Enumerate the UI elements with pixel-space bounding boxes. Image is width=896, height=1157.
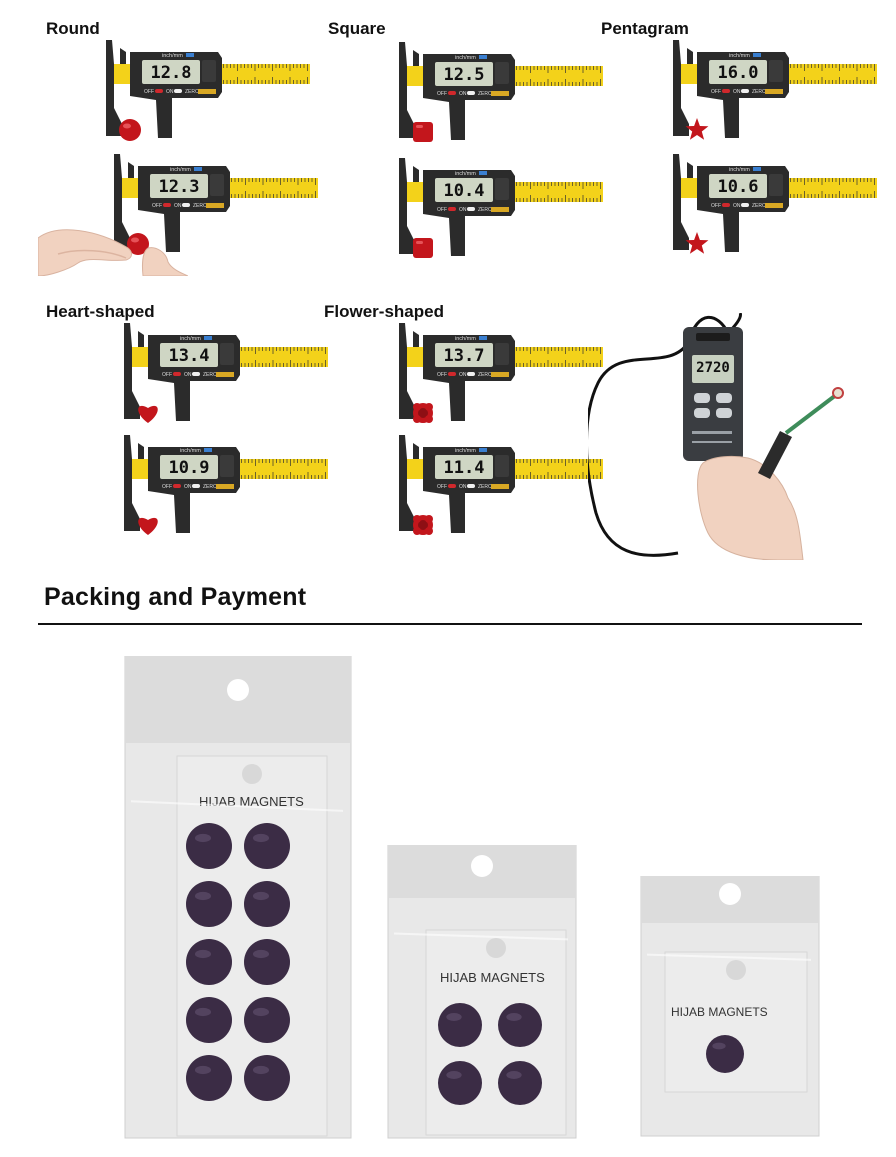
svg-text:ZERO: ZERO [478,372,492,378]
svg-text:OFF: OFF [711,203,721,209]
gaussmeter-body [683,327,743,461]
svg-text:ZERO: ZERO [478,91,492,97]
shape-label-square: Square [328,19,386,38]
caliper-square-length: 12.5 inch/mm OFF ON ZERO [393,40,603,152]
caliper-heart-height: 10.9 inch/mm OFF ON ZERO [118,433,328,545]
caliper-square-height: 10.4 inch/mm OFF ON ZERO [393,156,603,268]
card-label: HIJAB MAGNETS [440,970,545,985]
shape-label-round: Round [46,19,100,38]
svg-text:OFF: OFF [437,484,447,490]
svg-text:inch/mm: inch/mm [162,53,183,59]
caliper-heart-length: 13.4 inch/mm OFF ON ZERO [118,321,328,433]
gaussmeter-photo: 2720 [588,313,868,560]
caliper-reading: 10.9 [169,458,210,478]
caliper-reading: 12.3 [159,177,200,197]
gaussmeter-screen [692,355,734,383]
caliper-flower-length: 13.7 inch/mm OFF ON ZERO [393,321,603,433]
svg-text:ON: ON [174,203,182,209]
svg-text:OFF: OFF [437,372,447,378]
svg-text:ZERO: ZERO [752,203,766,209]
svg-text:OFF: OFF [162,372,172,378]
caliper-reading: 13.7 [444,346,485,366]
svg-text:inch/mm: inch/mm [455,336,476,342]
svg-text:OFF: OFF [711,89,721,95]
package-medium: HIJAB MAGNETS [384,845,580,1140]
package-small: HIJAB MAGNETS [637,876,823,1138]
fingers-holding-magnet [38,218,188,276]
section-title-packing: Packing and Payment [44,583,307,611]
svg-text:inch/mm: inch/mm [170,167,191,173]
shape-label-flower: Flower-shaped [324,302,444,321]
gaussmeter-reading: 2720 [696,360,730,376]
svg-text:inch/mm: inch/mm [455,448,476,454]
svg-text:ZERO: ZERO [203,484,217,490]
svg-text:OFF: OFF [437,91,447,97]
section-divider [38,623,862,625]
svg-text:inch/mm: inch/mm [729,167,750,173]
svg-text:inch/mm: inch/mm [180,448,201,454]
gaussmeter-probe [784,393,838,435]
svg-text:OFF: OFF [144,89,154,95]
caliper-pentagram-length: 16.0 inch/mm OFF ON ZERO [667,38,877,150]
svg-text:inch/mm: inch/mm [455,171,476,177]
caliper-pentagram-height: 10.6 inch/mm OFF ON ZERO [667,152,877,264]
svg-text:ZERO: ZERO [203,372,217,378]
svg-text:ON: ON [733,89,741,95]
svg-text:ZERO: ZERO [193,203,207,209]
svg-text:ZERO: ZERO [478,207,492,213]
shape-label-heart: Heart-shaped [46,302,155,321]
caliper-reading: 10.6 [718,177,759,197]
svg-text:ON: ON [459,207,467,213]
card-label: HIJAB MAGNETS [671,1005,768,1019]
svg-text:ON: ON [733,203,741,209]
package-large: HIJAB MAGNETS [121,656,355,1140]
shape-label-pentagram: Pentagram [601,19,689,38]
svg-text:ZERO: ZERO [185,89,199,95]
svg-text:OFF: OFF [152,203,162,209]
caliper-round-height: 12.3 inch/mm OFF ON ZERO [108,152,318,264]
caliper-reading: 12.8 [151,63,192,83]
svg-text:OFF: OFF [437,207,447,213]
caliper-reading: 10.4 [444,181,485,201]
svg-text:OFF: OFF [162,484,172,490]
caliper-reading: 12.5 [444,65,485,85]
svg-text:inch/mm: inch/mm [729,53,750,59]
svg-text:ZERO: ZERO [752,89,766,95]
svg-text:ZERO: ZERO [478,484,492,490]
svg-text:ON: ON [184,484,192,490]
svg-text:inch/mm: inch/mm [455,55,476,61]
svg-text:ON: ON [184,372,192,378]
caliper-reading: 16.0 [718,63,759,83]
svg-text:ON: ON [459,91,467,97]
caliper-round-length: 12.8 inch/mm OFF ON ZERO [100,38,310,150]
svg-text:ON: ON [459,484,467,490]
svg-text:ON: ON [459,372,467,378]
caliper-flower-height: 11.4 inch/mm OFF ON ZERO [393,433,603,545]
caliper-reading: 11.4 [444,458,485,478]
caliper-reading: 13.4 [169,346,210,366]
svg-text:inch/mm: inch/mm [180,336,201,342]
svg-text:ON: ON [166,89,174,95]
